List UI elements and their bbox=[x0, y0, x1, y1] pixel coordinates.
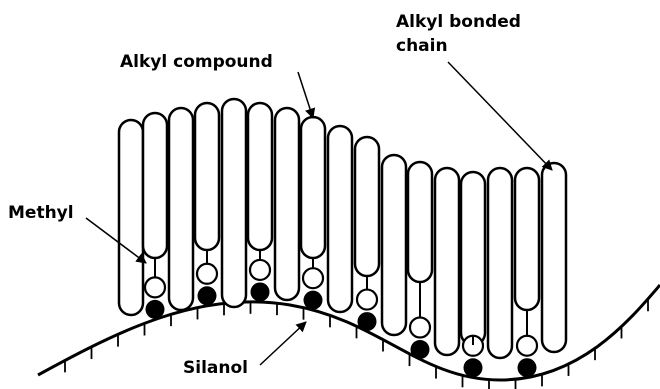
alkyl-chain bbox=[355, 137, 379, 276]
silanol-leader bbox=[260, 322, 306, 365]
methyl-bead bbox=[250, 260, 270, 280]
alkyl-chain bbox=[301, 117, 325, 258]
alkyl-chain bbox=[461, 172, 485, 345]
alkyl-chain bbox=[195, 103, 219, 250]
alkyl-chain bbox=[119, 120, 143, 315]
silanol-bead bbox=[411, 340, 430, 359]
alkyl-chain bbox=[222, 99, 246, 307]
silanol-bead bbox=[358, 312, 377, 331]
silanol-bead bbox=[518, 358, 537, 377]
alkyl-chain bbox=[248, 103, 272, 250]
alkyl-bonded-label-line2: chain bbox=[396, 36, 448, 56]
methyl-bead bbox=[197, 264, 217, 284]
alkyl-chain bbox=[435, 168, 459, 355]
alkyl-bonded-chain-leader bbox=[448, 62, 552, 170]
silanol-label: Silanol bbox=[183, 358, 248, 378]
methyl-bead bbox=[145, 277, 165, 297]
alkyl-chain bbox=[542, 163, 566, 352]
alkyl-chain bbox=[328, 126, 352, 312]
silanol-bead bbox=[304, 291, 323, 310]
silanol-bead bbox=[251, 282, 270, 301]
alkyl-chain bbox=[275, 108, 299, 300]
methyl-bead bbox=[303, 268, 323, 288]
silanol-bead bbox=[198, 286, 217, 305]
alkyl-chain bbox=[408, 162, 432, 282]
alkyl-compound-label: Alkyl compound bbox=[120, 52, 273, 72]
methyl-bead bbox=[357, 290, 377, 310]
alkyl-bonded-label-line1: Alkyl bonded bbox=[396, 12, 521, 32]
alkyl-chain bbox=[488, 168, 512, 358]
silanol-bead bbox=[464, 358, 483, 377]
methyl-label: Methyl bbox=[8, 203, 74, 223]
alkyl-chain bbox=[169, 108, 193, 310]
alkyl-chain bbox=[515, 168, 539, 310]
silanol-bead bbox=[146, 300, 165, 319]
methyl-bead bbox=[410, 317, 430, 337]
alkyl-chain bbox=[143, 113, 167, 258]
alkyl-compound-leader bbox=[298, 72, 313, 118]
methyl-bead bbox=[517, 336, 537, 356]
alkyl-chain bbox=[382, 155, 406, 335]
